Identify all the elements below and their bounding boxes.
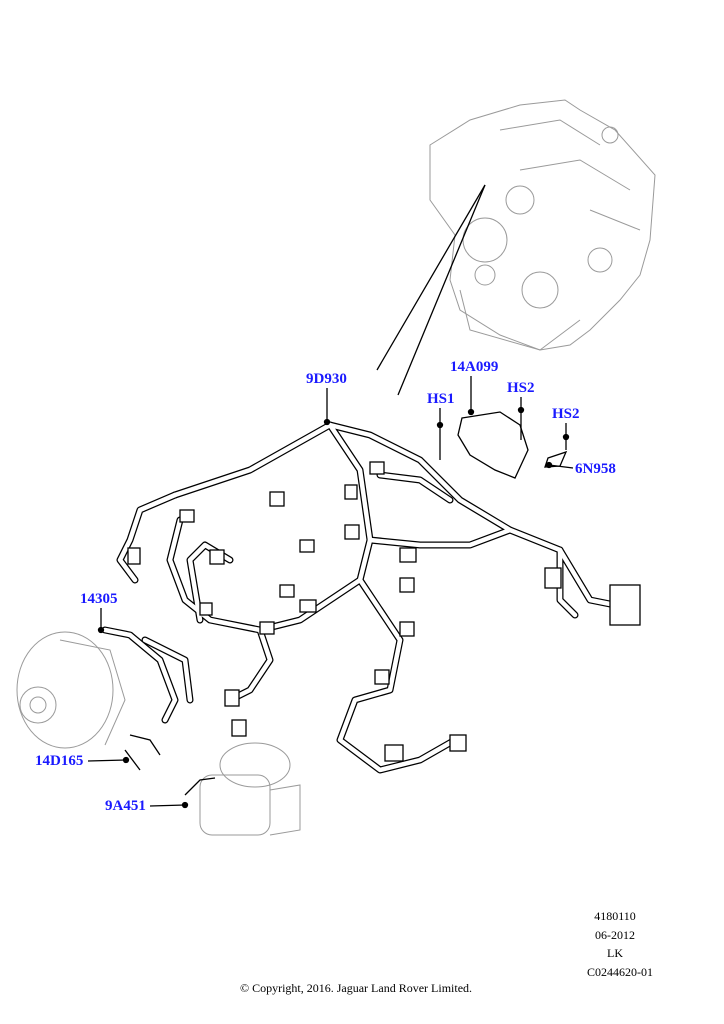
- harness-inner: [102, 422, 618, 773]
- illustration-number: 4180110: [594, 909, 636, 923]
- callout-HS2[interactable]: HS2: [507, 380, 535, 396]
- callout-14D165[interactable]: 14D165: [35, 753, 84, 769]
- callout-14A099[interactable]: 14A099: [450, 359, 499, 375]
- callout-14305[interactable]: 14305: [80, 591, 118, 607]
- harness-cover-14A099: [457, 411, 529, 479]
- callout-HS1[interactable]: HS1: [427, 391, 455, 407]
- reference-code: C0244620-01: [587, 965, 653, 979]
- location-leaders: [376, 184, 486, 396]
- harness-connectors: [127, 461, 641, 762]
- illustration-date: 06-2012: [595, 928, 635, 942]
- callout-HS2-second[interactable]: HS2: [552, 406, 580, 422]
- callout-9A451[interactable]: 9A451: [105, 798, 146, 814]
- callout-leaders: [87, 376, 574, 809]
- callout-9D930[interactable]: 9D930: [306, 371, 347, 387]
- alternator-illustration: [16, 631, 126, 749]
- callout-6N958[interactable]: 6N958: [575, 461, 616, 477]
- starter-illustration: [199, 742, 301, 836]
- engine-illustration: [429, 99, 656, 351]
- copyright-notice: © Copyright, 2016. Jaguar Land Rover Lim…: [239, 981, 473, 995]
- illustrator-initials: LK: [607, 946, 623, 960]
